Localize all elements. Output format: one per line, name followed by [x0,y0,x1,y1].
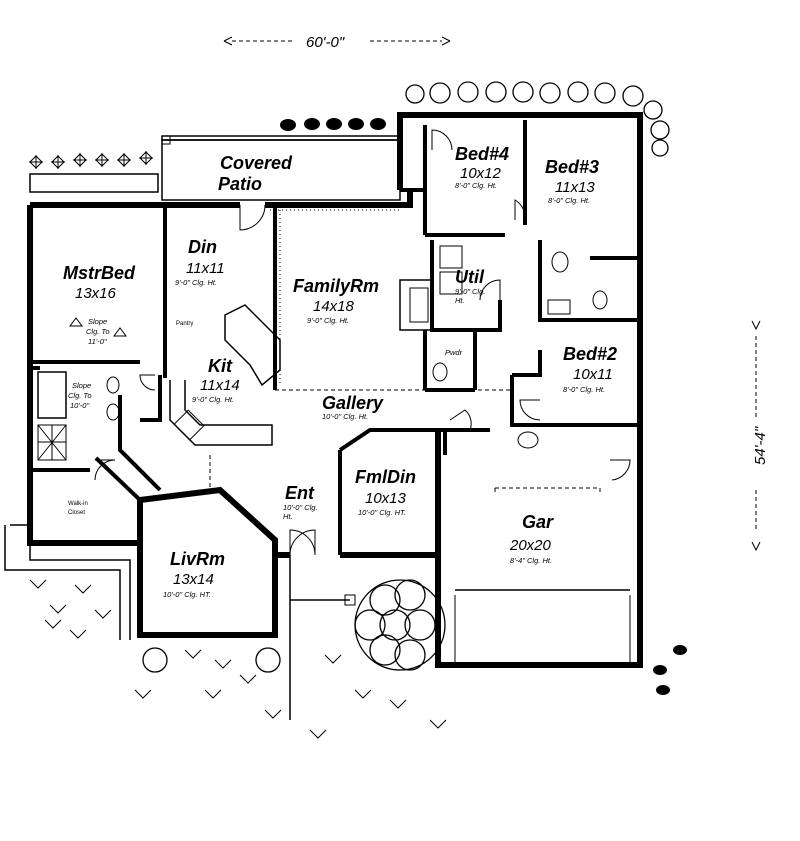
shrub-row-top-right [405,81,670,157]
closet-label-1: Walk-in [68,501,88,507]
garage-door [454,487,631,665]
gallery-outline [209,209,512,490]
room-kit: Kit 11x14 9'-0" Clg. Ht. [192,356,240,404]
din-size: 11x11 [186,260,225,277]
room-bed3: Bed#3 11x13 8'-0" Clg. Ht. [545,157,599,205]
room-livrm: LivRm 13x14 10'-0" Clg. HT. [163,549,225,599]
room-familyrm: FamilyRm 14x18 9'-0" Clg. Ht. [293,276,379,325]
tree [354,579,446,671]
room-closet: Walk-in Closet [68,501,88,516]
livrm-ceiling: 10'-0" Clg. HT. [163,590,211,599]
din-ceiling: 9'-0" Clg. Ht. [175,278,217,287]
covered-patio-label: Covered [220,153,293,173]
bed4-ceiling: 8'-0" Clg. Ht. [455,181,497,190]
livrm-name: LivRm [170,549,225,569]
livrm-size: 13x14 [173,571,214,588]
room-mstrbed: MstrBed 13x16 Slope Clg. To 11'-0" [63,263,136,346]
bed4-size: 10x12 [460,165,502,182]
fmldin-name: FmlDin [355,467,416,487]
room-util: Util 9'-0" Clg. Ht. [455,267,485,305]
bath-ceiling-1: Slope [72,381,91,390]
fixtures [37,245,608,461]
util-name: Util [455,267,485,287]
bathtub [37,371,67,419]
din-name: Din [188,237,217,257]
room-din: Din 11x11 9'-0" Clg. Ht. [175,237,225,287]
bed4-name: Bed#4 [455,144,509,164]
bed3-name: Bed#3 [545,157,599,177]
ent-ceiling-1: 10'-0" Clg. [283,503,318,512]
room-bed4: Bed#4 10x12 8'-0" Clg. Ht. [455,144,509,190]
room-ent: Ent 10'-0" Clg. Ht. [283,483,318,521]
planter-box [29,173,159,193]
bath-ceiling-2: Clg. To [68,391,92,400]
mstrbed-ceiling-1: Slope [88,317,107,326]
exterior-walls [27,112,643,668]
covered-patio-label-2: Patio [218,174,262,194]
util-ceiling-1: 9'-0" Clg. [455,287,485,296]
room-bath: Slope Clg. To 10'-0" [68,381,92,410]
width-dimension-label: 60'-0" [306,34,345,51]
kit-name: Kit [208,356,233,376]
mstrbed-ceiling-3: 11'-0" [88,337,107,346]
doors [94,129,631,556]
familyrm-name: FamilyRm [293,276,379,296]
room-gar: Gar 20x20 8'-4" Clg. Ht. [509,512,554,565]
gallery-name: Gallery [322,393,384,413]
room-bed2: Bed#2 10x11 8'-0" Clg. Ht. [563,344,617,394]
familyrm-size: 14x18 [313,298,355,315]
landscape-shrubs-top [29,81,670,169]
kit-ceiling: 9'-0" Clg. Ht. [192,395,234,404]
mstrbed-ceiling-2: Clg. To [86,327,110,336]
interior-walls [30,120,640,555]
gar-ceiling: 8'-4" Clg. Ht. [510,556,552,565]
shrub-row-left [29,151,153,169]
bed2-name: Bed#2 [563,344,617,364]
bed3-size: 11x13 [555,179,595,196]
pwdr-label: Pwdr [445,348,463,357]
ent-name: Ent [285,483,315,503]
mstrbed-size: 13x16 [75,285,117,302]
front-walk [4,524,356,720]
bed2-ceiling: 8'-0" Clg. Ht. [563,385,605,394]
fmldin-size: 10x13 [365,490,407,507]
width-dimension: 60'-0" [223,34,451,51]
fireplace [399,279,433,331]
depth-dimension: 54'-4" [751,320,769,552]
shrub-row-patio [280,118,386,131]
bed3-ceiling: 8'-0" Clg. Ht. [548,196,590,205]
room-gallery: Gallery 10'-0" Clg. Ht. [322,393,384,421]
bed2-size: 10x11 [573,366,613,383]
familyrm-ceiling: 9'-0" Clg. Ht. [307,316,349,325]
mstrbed-name: MstrBed [63,263,136,283]
gallery-ceiling: 10'-0" Clg. Ht. [322,412,368,421]
landscape-front [29,579,687,739]
room-fmldin: FmlDin 10x13 10'-0" Clg. HT. [355,467,416,517]
gar-name: Gar [522,512,554,532]
util-ceiling-2: Ht. [455,296,465,305]
covered-patio: Covered Patio [161,135,401,201]
kit-size: 11x14 [200,377,240,394]
fmldin-ceiling: 10'-0" Clg. HT. [358,508,406,517]
depth-dimension-label: 54'-4" [752,426,769,465]
gar-size: 20x20 [509,537,552,554]
bath-ceiling-3: 10'-0" [70,401,89,410]
pantry-label: Pantry [176,321,193,327]
ent-ceiling-2: Ht. [283,512,293,521]
closet-label-2: Closet [68,510,85,516]
